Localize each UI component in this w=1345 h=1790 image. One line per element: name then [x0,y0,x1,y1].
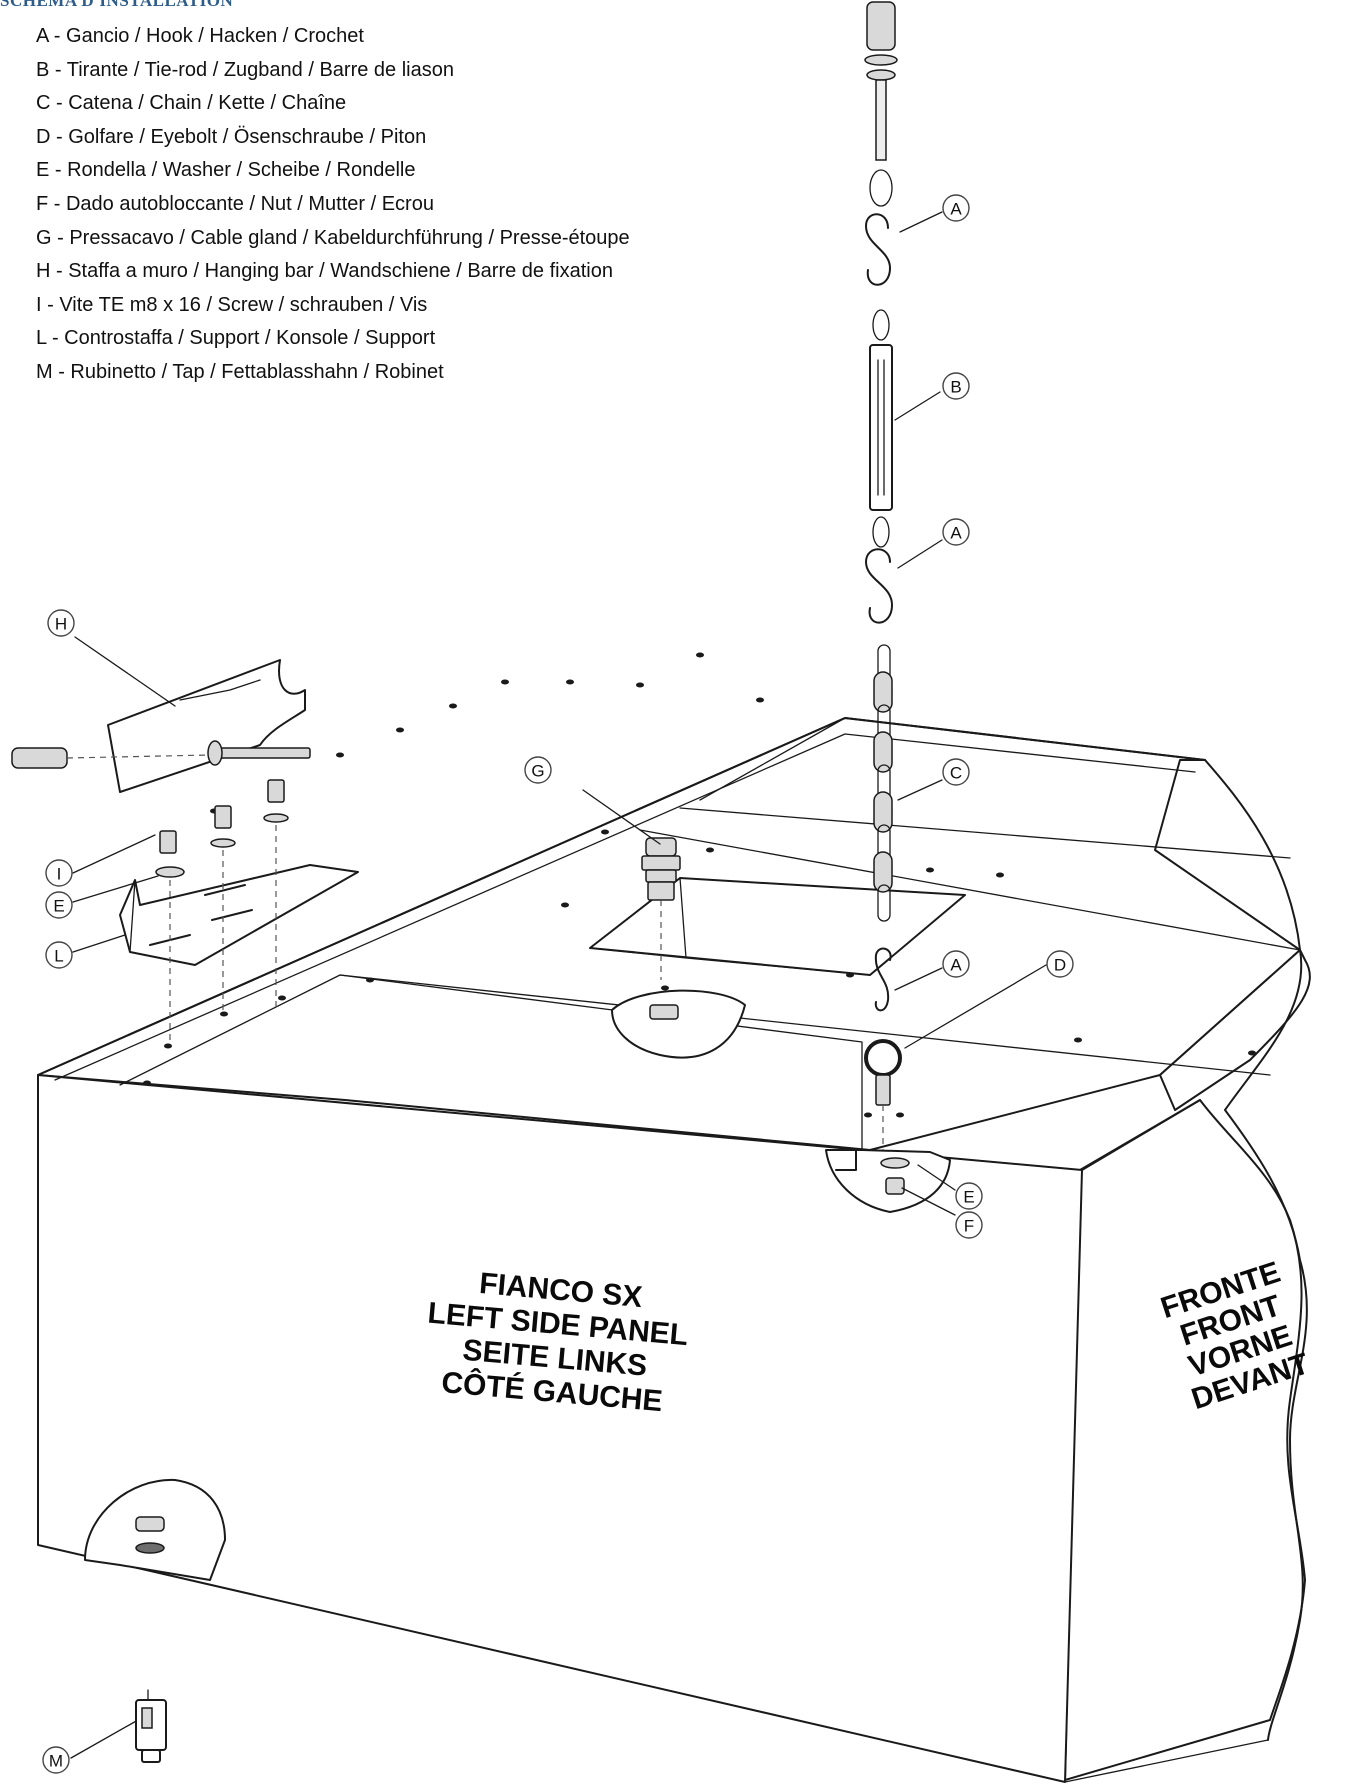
legend-item-l: L - Controstaffa / Support / Konsole / S… [36,327,436,350]
wall-plug-icon [11,747,68,769]
legend-item-b: B - Tirante / Tie-rod / Zugband / Barre … [36,58,454,81]
left-side-panel [37,1074,1083,1783]
callout-m: M [42,1746,70,1774]
callout-f: F [955,1211,983,1239]
tap-washer-icon [135,1542,165,1554]
hanging-bar-group [11,659,359,1045]
legend-item-i: I - Vite TE m8 x 16 / Screw / schrauben … [36,293,428,316]
anchor-eye-icon [869,169,893,207]
callout-c: C [942,758,970,786]
legend-item-g: G - Pressacavo / Cable gland / Kabeldurc… [36,226,630,249]
washer-icon [155,866,185,878]
legend-item-c: C - Catena / Chain / Kette / Chaîne [36,92,347,115]
svg-text:E: E [53,897,64,916]
legend-item-a: A - Gancio / Hook / Hacken / Crochet [36,25,364,47]
tie-rod-icon [869,344,893,511]
callout-a-lower: A [942,950,970,978]
screw-icon [267,779,285,803]
side-panel-label: FIANCO SX LEFT SIDE PANEL SEITE LINKS CÔ… [426,1267,689,1418]
hanging-bolt-icon [209,747,311,759]
svg-text:E: E [963,1188,974,1207]
tap-nut-icon [135,1516,165,1532]
cabinet-front-face [1159,949,1311,1111]
callout-a-upper: A [942,194,970,222]
legend-item-f: F - Dado autobloccante / Nut / Mutter / … [36,192,434,215]
svg-text:G: G [531,762,544,781]
hanging-bar [107,659,306,793]
tap-group [135,1689,167,1763]
eyebolt-icon [864,1039,902,1077]
cabinet [37,652,1311,1783]
svg-text:A: A [950,200,962,219]
anchor-rod-icon [875,79,887,161]
chain-icon [873,644,893,922]
hook-icon [874,947,892,1012]
tie-rod-top-eye [872,309,890,341]
washer-icon [263,813,289,823]
svg-text:M: M [49,1752,63,1771]
screw-icon [214,805,232,829]
leader-lines [70,211,1047,1759]
parts-legend: A - Gancio / Hook / Hacken / Crochet B -… [36,20,630,390]
callout-h: H [47,609,75,637]
hook-icon [865,548,893,624]
screw-icon [159,830,177,854]
svg-text:L: L [54,947,63,966]
callout-e-left: E [45,891,73,919]
section-heading: SCHÉMA D'INSTALLATION [0,0,234,10]
cable-gland-cap-icon [645,837,677,857]
svg-text:B: B [950,378,961,397]
svg-text:H: H [55,615,67,634]
cable-gland-group [582,789,681,980]
callout-e-right: E [955,1182,983,1210]
legend-item-h: H - Staffa a muro / Hanging bar / Wandsc… [36,260,613,283]
callout-g: G [524,756,552,784]
cutaway-nut-detail [611,989,746,1059]
washer-icon [880,1157,910,1169]
cabinet-right-panel [1064,1099,1306,1781]
legend-item-e: E - Rondella / Washer / Scheibe / Rondel… [36,159,416,182]
ceiling-anchor-icon [866,1,896,51]
tie-rod-bottom-eye [872,516,890,548]
svg-text:C: C [950,764,962,783]
support-bracket [119,864,359,966]
nut-icon [649,1004,679,1020]
svg-text:A: A [950,956,962,975]
callout-d: D [1046,950,1074,978]
self-locking-nut-icon [885,1177,905,1195]
legend-item-m: M - Rubinetto / Tap / Fettablasshahn / R… [36,360,444,383]
callout-l: L [45,941,73,969]
svg-text:A: A [950,524,962,543]
svg-text:I: I [57,865,62,884]
callout-b: B [942,372,970,400]
callout-i: I [45,859,73,887]
hook-icon [865,213,891,286]
legend-item-d: D - Golfare / Eyebolt / Ösenschraube / P… [36,125,427,148]
svg-text:F: F [964,1217,974,1236]
svg-text:D: D [1054,956,1066,975]
suspension-assembly [864,1,902,1150]
washer-icon [210,838,236,848]
callout-a-middle: A [942,518,970,546]
